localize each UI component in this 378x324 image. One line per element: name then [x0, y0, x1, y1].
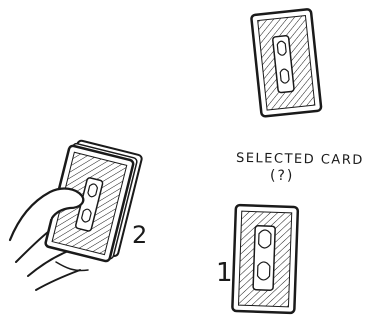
- number-2-label: 2: [132, 221, 147, 249]
- selected-card-question: (?): [270, 168, 294, 184]
- number-1-label: 1: [216, 258, 233, 288]
- selected-card-label: SELECTED CARD: [236, 151, 364, 168]
- card-1-icon: [232, 205, 298, 313]
- hand-holding-deck-icon: [10, 138, 143, 290]
- selected-card-icon: [251, 9, 321, 117]
